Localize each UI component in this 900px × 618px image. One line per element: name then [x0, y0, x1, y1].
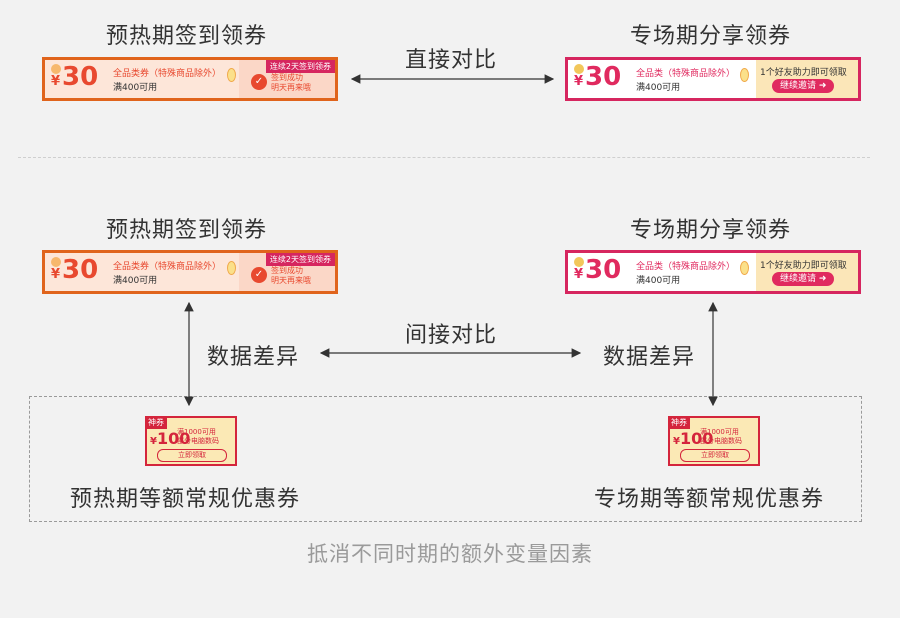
checkin-coupon-banner[interactable]: ¥30 全品类券（特殊商品除外） 满400可用 连续2天签到领券 ✓ 签到成功 … — [42, 250, 338, 294]
assist-hint: 1个好友助力即可领取 — [760, 68, 847, 78]
coin-icon — [227, 68, 236, 82]
indirect-compare-label: 间接对比 — [405, 323, 498, 348]
checkin-coupon-banner[interactable]: ¥30 全品类券（特殊商品除外） 满400可用 连续2天签到领券 ✓ 签到成功 … — [42, 57, 338, 101]
check-icon: ✓ — [251, 267, 267, 283]
checkin-status: 签到成功 明天再来哦 — [271, 266, 311, 285]
coupon-condition: 满400可用 — [636, 276, 681, 286]
checkin-tag: 连续2天签到领券 — [265, 60, 335, 73]
section-divider — [18, 157, 870, 158]
middle-right-title: 专场期分享领券 — [630, 218, 792, 243]
middle-left-title: 预热期签到领券 — [106, 218, 268, 243]
bottom-left-title: 预热期等额常规优惠券 — [70, 487, 301, 512]
coupon-side-panel: 1个好友助力即可领取 继续邀请 ➜ — [756, 60, 858, 98]
coin-icon — [574, 257, 584, 267]
claim-button[interactable]: 立即领取 — [157, 449, 227, 462]
assist-hint: 1个好友助力即可领取 — [760, 261, 847, 271]
bottom-right-title: 专场期等额常规优惠券 — [594, 487, 825, 512]
top-left-title: 预热期签到领券 — [106, 24, 268, 49]
regular-coupon-card[interactable]: 神券 ¥100 满1000可用 部分电脑数码 立即领取 — [668, 416, 760, 466]
coupon-description: 全品类（特殊商品除外） — [636, 262, 736, 272]
continue-invite-button[interactable]: 继续邀请 ➜ — [772, 79, 835, 93]
coupon-amount: ¥30 — [574, 255, 622, 285]
coupon-side-panel: 1个好友助力即可领取 继续邀请 ➜ — [756, 253, 858, 291]
coupon-amount: ¥30 — [51, 255, 99, 285]
coupon-description: 全品类券（特殊商品除外） — [113, 69, 222, 79]
check-icon: ✓ — [251, 74, 267, 90]
claim-button[interactable]: 立即领取 — [680, 449, 750, 462]
coin-icon — [740, 68, 749, 82]
right-data-diff-label: 数据差异 — [603, 345, 696, 370]
footer-caption: 抵消不同时期的额外变量因素 — [307, 542, 593, 566]
checkin-status: 签到成功 明天再来哦 — [271, 73, 311, 92]
coin-icon — [574, 64, 584, 74]
left-data-diff-label: 数据差异 — [207, 345, 300, 370]
coupon-condition: 满400可用 — [113, 276, 158, 286]
coupon-condition: 满400可用 — [113, 83, 158, 93]
coupon-amount: ¥30 — [51, 62, 99, 92]
coupon-amount: ¥100 — [150, 429, 191, 448]
share-coupon-banner[interactable]: ¥30 全品类（特殊商品除外） 满400可用 1个好友助力即可领取 继续邀请 ➜ — [565, 57, 861, 101]
direct-compare-label: 直接对比 — [405, 48, 498, 73]
coin-icon — [51, 257, 61, 267]
coin-icon — [227, 261, 236, 275]
coupon-description: 全品类（特殊商品除外） — [636, 69, 736, 79]
coupon-condition: 满1000可用 部分电脑数码 — [177, 428, 219, 445]
checkin-tag: 连续2天签到领券 — [265, 253, 335, 266]
coupon-side-panel: 连续2天签到领券 ✓ 签到成功 明天再来哦 — [239, 253, 335, 291]
coupon-condition: 满400可用 — [636, 83, 681, 93]
coupon-tag: 神券 — [668, 416, 690, 429]
coupon-description: 全品类券（特殊商品除外） — [113, 262, 222, 272]
regular-coupon-card[interactable]: 神券 ¥100 满1000可用 部分电脑数码 立即领取 — [145, 416, 237, 466]
coupon-side-panel: 连续2天签到领券 ✓ 签到成功 明天再来哦 — [239, 60, 335, 98]
coupon-tag: 神券 — [145, 416, 167, 429]
coupon-amount: ¥100 — [673, 429, 714, 448]
coin-icon — [740, 261, 749, 275]
coupon-amount: ¥30 — [574, 62, 622, 92]
share-coupon-banner[interactable]: ¥30 全品类（特殊商品除外） 满400可用 1个好友助力即可领取 继续邀请 ➜ — [565, 250, 861, 294]
baseline-coupon-group — [29, 396, 862, 522]
continue-invite-button[interactable]: 继续邀请 ➜ — [772, 272, 835, 286]
coupon-condition: 满1000可用 部分电脑数码 — [700, 428, 742, 445]
top-right-title: 专场期分享领券 — [630, 24, 792, 49]
coin-icon — [51, 64, 61, 74]
